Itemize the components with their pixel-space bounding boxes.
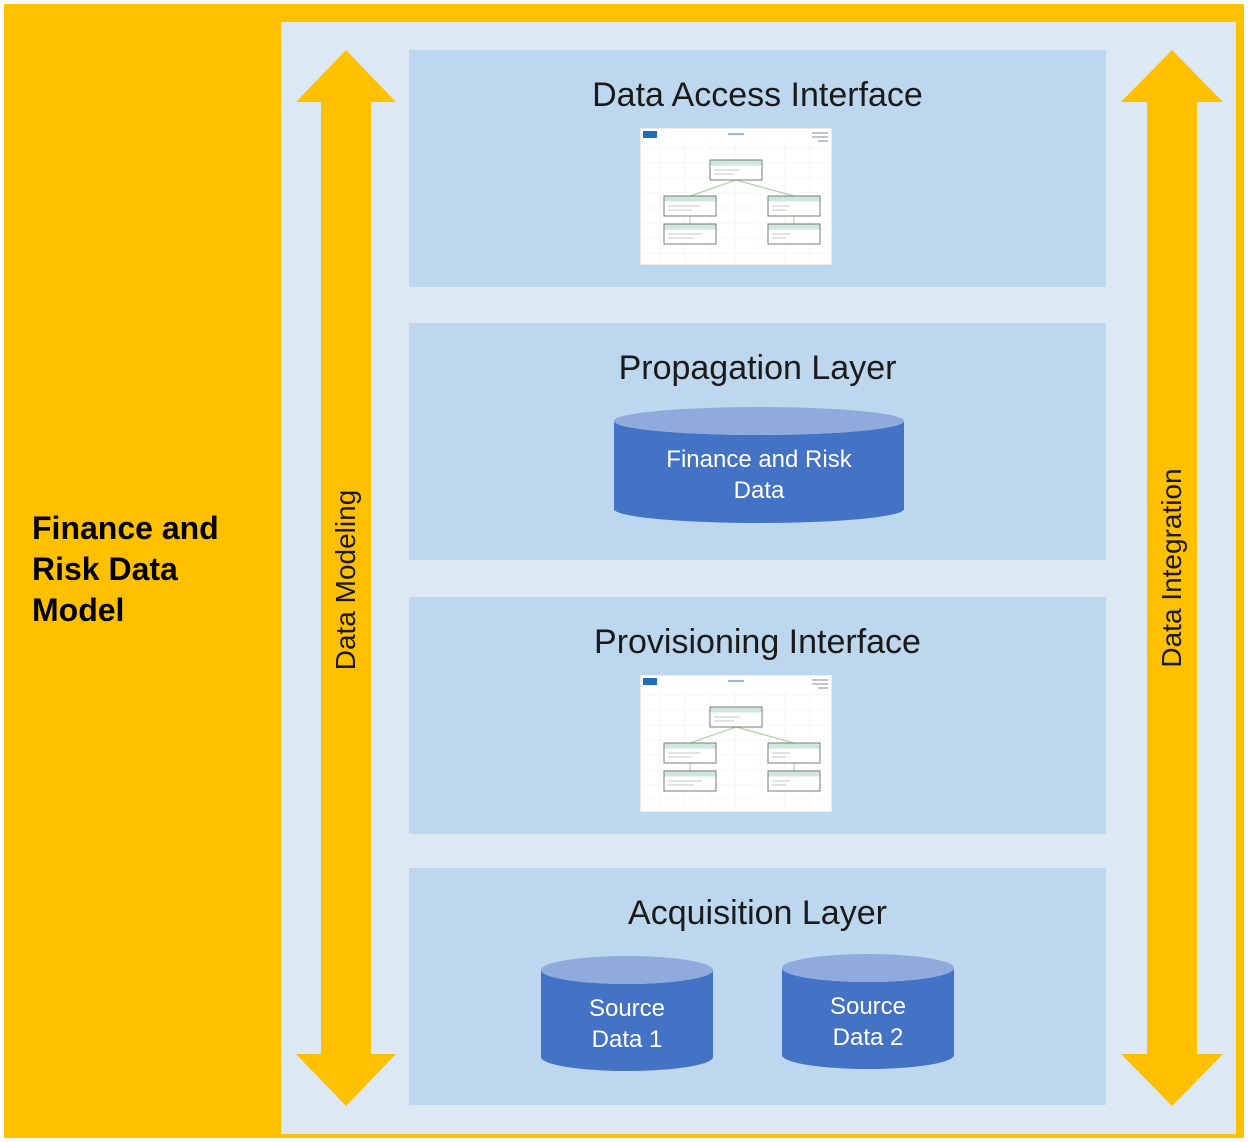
source-data-1-database: Source Data 1 [541,956,713,1071]
database-label-line: Finance and Risk [666,446,852,473]
model-title: Finance and Risk Data Model [32,508,272,631]
data-access-interface-layer: Data Access Interface [409,50,1106,287]
diagram-thumbnail-icon [640,675,832,812]
database-cylinder-icon [782,954,954,1069]
database-label-line: Source [588,995,666,1022]
database-cylinder-icon [541,956,713,1071]
acquisition-layer: Acquisition Layer Source Data 1 Source D… [409,868,1106,1105]
data-integration-arrow-icon [1121,50,1223,1106]
source-data-2-database: Source Data 2 [782,954,954,1069]
layer-title: Data Access Interface [592,76,923,114]
database-label-line: Data 2 [832,1024,904,1051]
layer-title: Propagation Layer [618,349,897,387]
model-title-line: Risk Data [32,551,178,587]
data-modeling-arrow-icon [296,50,396,1106]
database-cylinder-icon [614,407,904,523]
database-label: Finance and Risk Data [614,444,904,506]
layer-title: Acquisition Layer [628,894,887,932]
finance-risk-data-database: Finance and Risk Data [614,407,904,523]
database-label: Source Data 1 [541,993,713,1055]
database-label: Source Data 2 [782,991,954,1053]
database-label-line: Source [829,993,907,1020]
data-modeling-label: Data Modeling [330,489,361,671]
layer-title: Provisioning Interface [594,623,921,661]
data-integration-label: Data Integration [1156,468,1187,668]
database-label-line: Data 1 [591,1026,663,1053]
provisioning-interface-layer: Provisioning Interface [409,597,1106,834]
database-label-line: Data [733,477,785,504]
model-title-line: Model [32,592,125,628]
diagram-thumbnail-icon [640,128,832,265]
propagation-layer: Propagation Layer Finance and Risk Data [409,323,1106,560]
model-title-line: Finance and [32,510,219,546]
